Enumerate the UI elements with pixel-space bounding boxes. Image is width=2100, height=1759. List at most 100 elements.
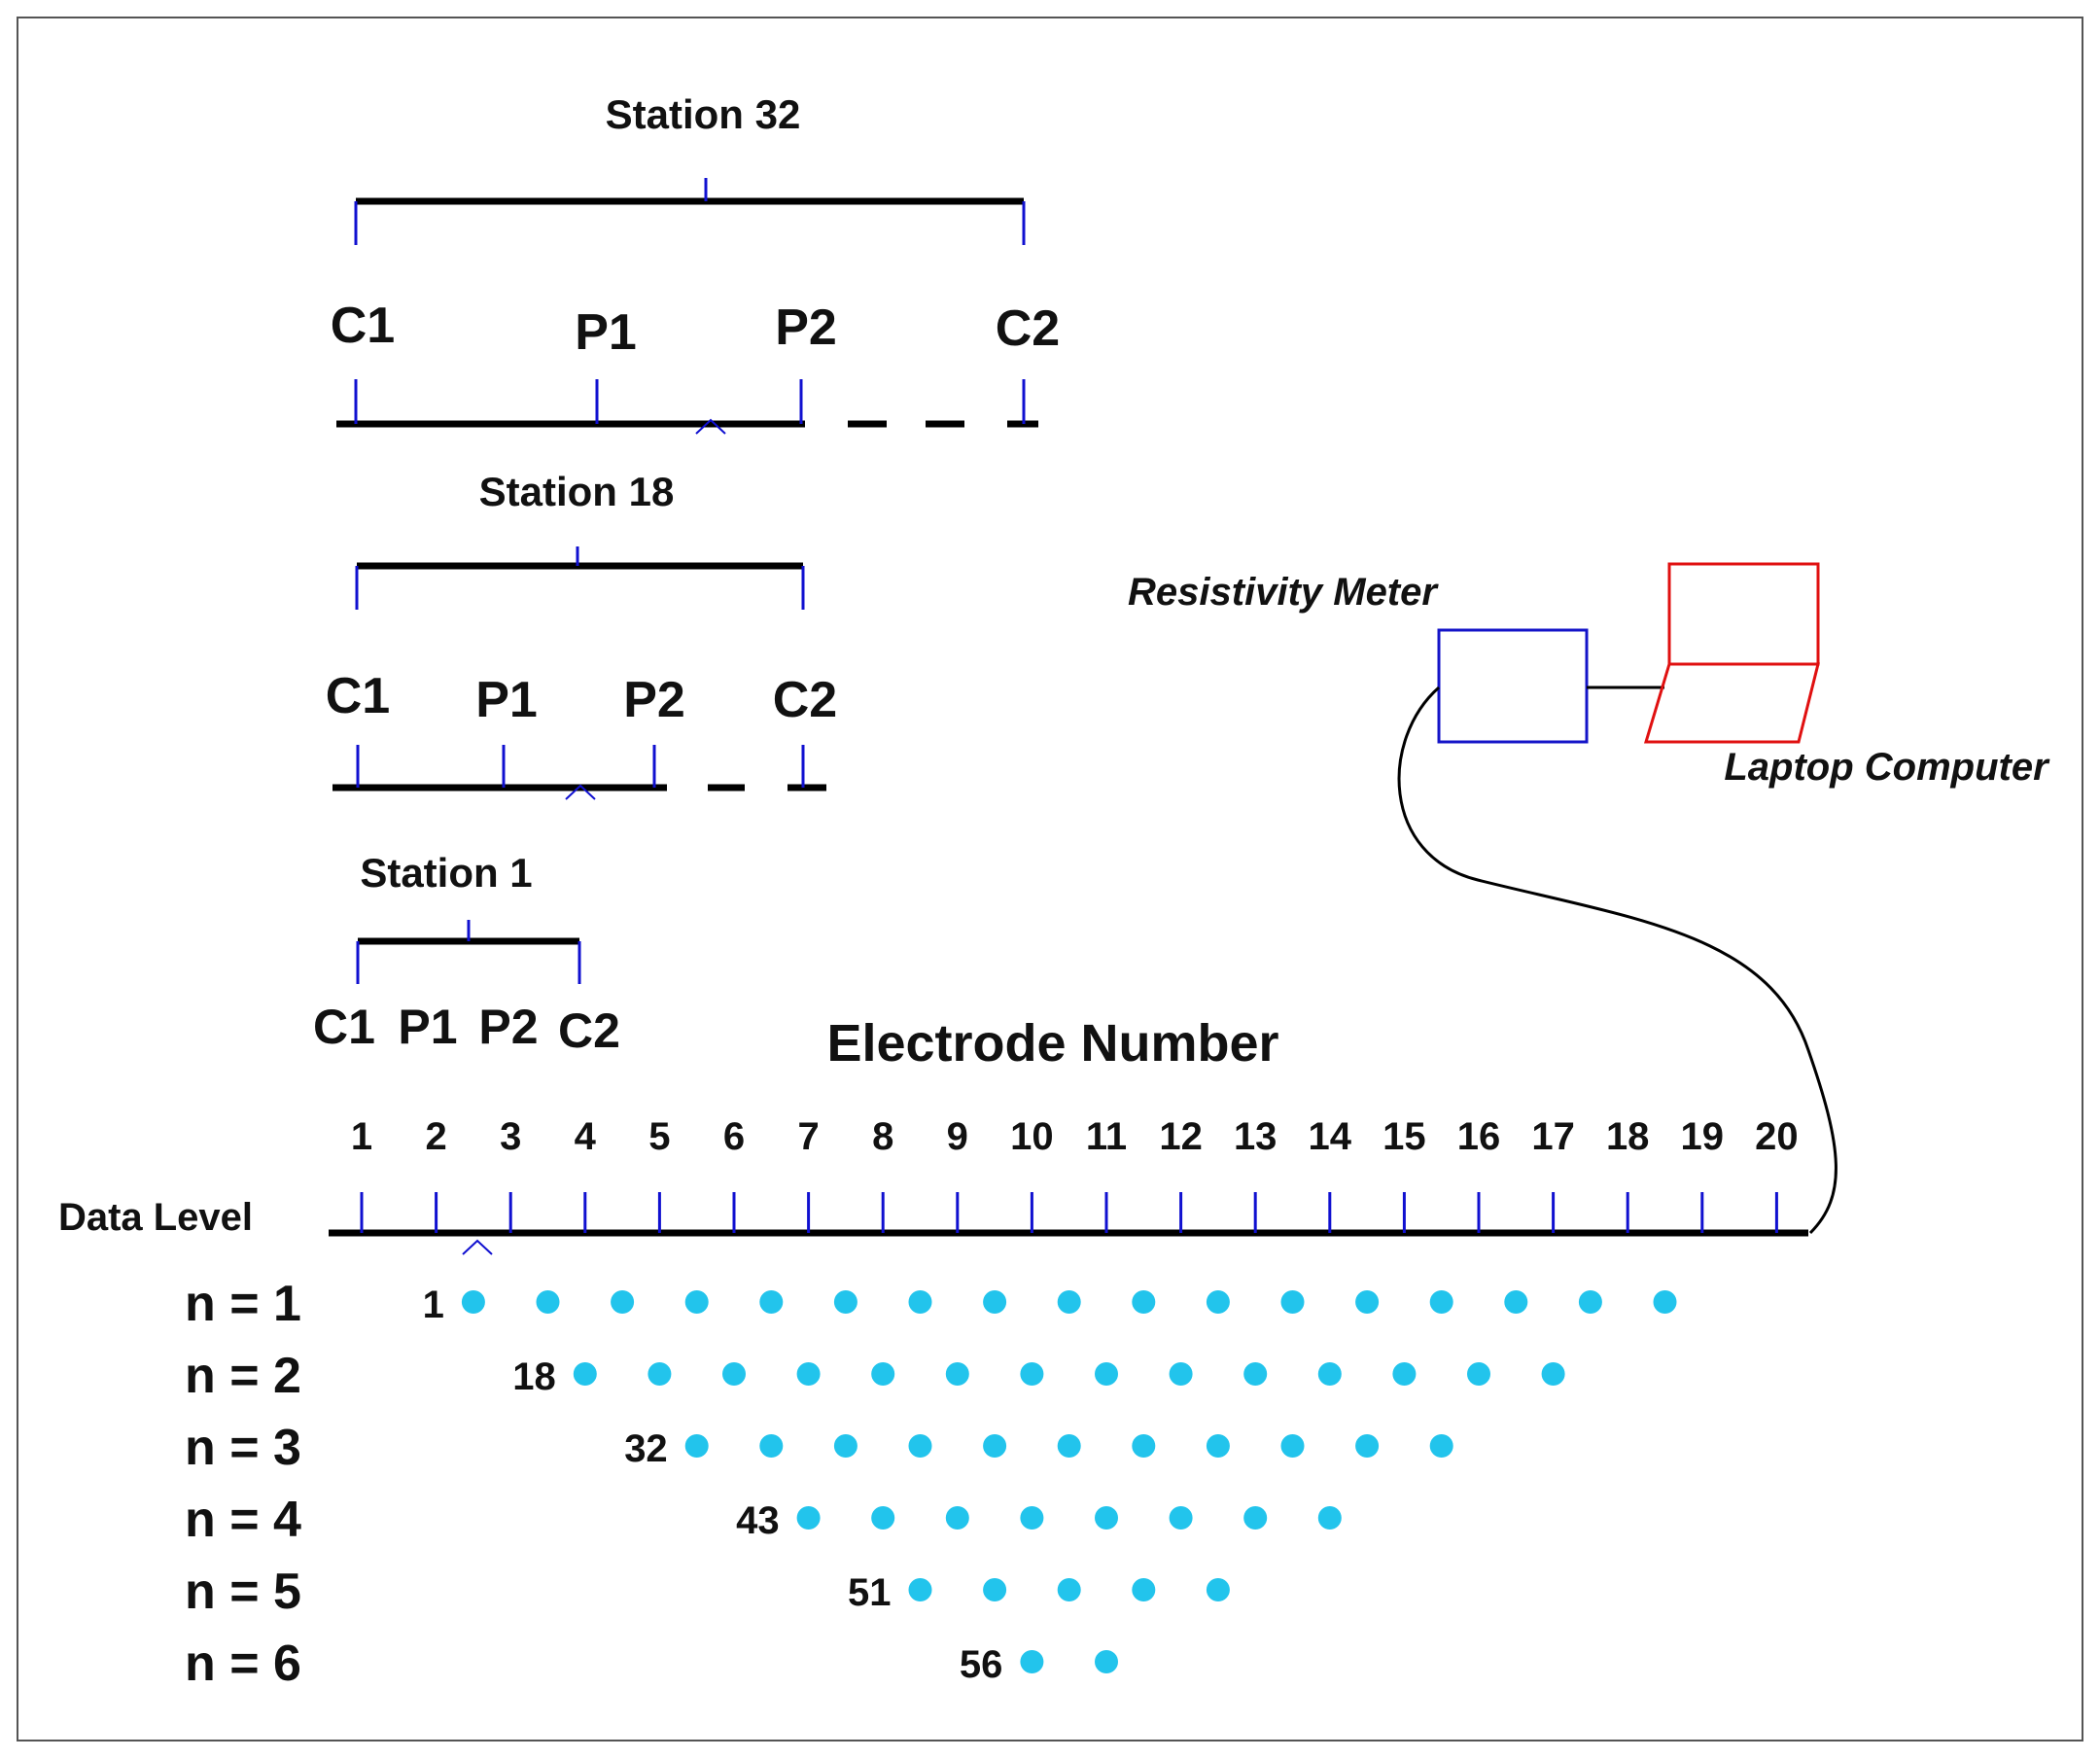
data-level-4-start-number: 43 (736, 1499, 780, 1542)
electrode-number-title: Electrode Number (826, 1014, 1278, 1073)
electrode-number-18: 18 (1606, 1115, 1650, 1158)
datum-point (1317, 1362, 1342, 1386)
data-level-1-start-number: 1 (423, 1284, 444, 1326)
electrode-number-17: 17 (1531, 1115, 1575, 1158)
data-level-6-start-number: 56 (960, 1643, 1003, 1686)
data-level-label: Data Level (58, 1196, 253, 1239)
datum-point (1206, 1578, 1230, 1601)
laptop-computer-icon (1643, 562, 1820, 744)
station-1-group: Station 1 C1 P1 P2 C2 (313, 850, 620, 1058)
datum-point (1392, 1362, 1417, 1386)
station-32-span (354, 178, 1026, 245)
datum-point (759, 1434, 784, 1458)
datum-point (1467, 1362, 1490, 1386)
datum-point (1169, 1506, 1193, 1530)
datum-point (1057, 1578, 1081, 1601)
data-level-1-label: n = 1 (185, 1276, 301, 1332)
datum-point (796, 1362, 821, 1386)
electrode-number-12: 12 (1159, 1115, 1203, 1158)
datum-point (983, 1578, 1007, 1601)
station-1-midpoint-marker (462, 1239, 493, 1255)
datum-point (983, 1290, 1007, 1314)
datum-point (1355, 1290, 1380, 1314)
station-18-array-line (332, 745, 826, 800)
datum-point (1653, 1290, 1677, 1314)
datum-point (908, 1290, 932, 1314)
data-level-3-label: n = 3 (185, 1420, 301, 1476)
electrode-number-1: 1 (351, 1115, 372, 1158)
resistivity-meter-label: Resistivity Meter (1128, 571, 1439, 614)
datum-point (983, 1434, 1007, 1458)
figure-frame (17, 17, 2083, 1741)
datum-point (1429, 1434, 1453, 1458)
station-1-c2-label: C2 (558, 1003, 620, 1058)
station-18-title: Station 18 (479, 469, 675, 514)
datum-point (1541, 1362, 1565, 1386)
electrode-number-19: 19 (1681, 1115, 1725, 1158)
datum-point (461, 1290, 485, 1314)
datum-point (1206, 1290, 1230, 1314)
data-level-2-start-number: 18 (512, 1355, 556, 1398)
electrode-number-20: 20 (1755, 1115, 1799, 1158)
datum-point (1095, 1362, 1118, 1386)
station-1-span (356, 920, 581, 984)
station-18-p2-label: P2 (623, 672, 685, 728)
datum-point (1095, 1506, 1118, 1530)
datum-point (1243, 1362, 1268, 1386)
station-32-p2-label: P2 (775, 299, 837, 356)
electrode-number-2: 2 (425, 1115, 446, 1158)
electrode-number-16: 16 (1457, 1115, 1501, 1158)
station-18-span (355, 546, 805, 610)
data-level-6-label: n = 6 (185, 1636, 301, 1692)
meter-electrode-cable (1397, 686, 1838, 1235)
electrode-number-7: 7 (797, 1115, 819, 1158)
datum-point (1020, 1362, 1044, 1386)
electrode-number-8: 8 (872, 1115, 893, 1158)
datum-point (1243, 1506, 1268, 1530)
datum-point (573, 1362, 597, 1386)
laptop-computer-label: Laptop Computer (1724, 746, 2050, 789)
datum-point (684, 1434, 709, 1458)
datum-point (796, 1506, 821, 1530)
datum-point (908, 1434, 932, 1458)
electrode-number-10: 10 (1010, 1115, 1054, 1158)
electrode-number-11: 11 (1086, 1115, 1127, 1158)
station-32-array-line (336, 379, 1038, 435)
data-level-5-label: n = 5 (185, 1564, 301, 1620)
station-1-p2-label: P2 (478, 1000, 538, 1054)
station-32-c1-label: C1 (331, 298, 395, 354)
station-32-title: Station 32 (606, 91, 801, 137)
datum-point (1132, 1434, 1156, 1458)
datum-point (759, 1290, 784, 1314)
datum-point (1132, 1290, 1156, 1314)
datum-point (1020, 1650, 1044, 1673)
station-32-p1-label: P1 (575, 304, 637, 361)
datum-point (1280, 1434, 1305, 1458)
station-1-c1-label: C1 (313, 1000, 375, 1054)
datum-point (1057, 1434, 1081, 1458)
datum-point (1206, 1434, 1230, 1458)
station-1-title: Station 1 (360, 850, 532, 896)
electrode-number-15: 15 (1382, 1115, 1426, 1158)
datum-point (648, 1362, 672, 1386)
datum-point (1280, 1290, 1305, 1314)
datum-point (908, 1578, 932, 1601)
electrode-number-3: 3 (500, 1115, 521, 1158)
electrode-number-14: 14 (1309, 1115, 1352, 1158)
datum-point (1132, 1578, 1156, 1601)
datum-point (1504, 1290, 1528, 1314)
electrode-number-6: 6 (723, 1115, 745, 1158)
datum-point (1020, 1506, 1044, 1530)
data-level-2-label: n = 2 (185, 1348, 301, 1404)
station-32-c2-label: C2 (996, 300, 1060, 357)
datum-point (1355, 1434, 1380, 1458)
datum-point (611, 1290, 635, 1314)
station-32-group: Station 32 C1 P1 P2 C2 (331, 91, 1060, 435)
datum-point (871, 1506, 895, 1530)
equipment-group: Resistivity Meter Laptop Computer (1128, 562, 2050, 1235)
datum-point (1317, 1506, 1342, 1530)
datum-point (945, 1506, 969, 1530)
